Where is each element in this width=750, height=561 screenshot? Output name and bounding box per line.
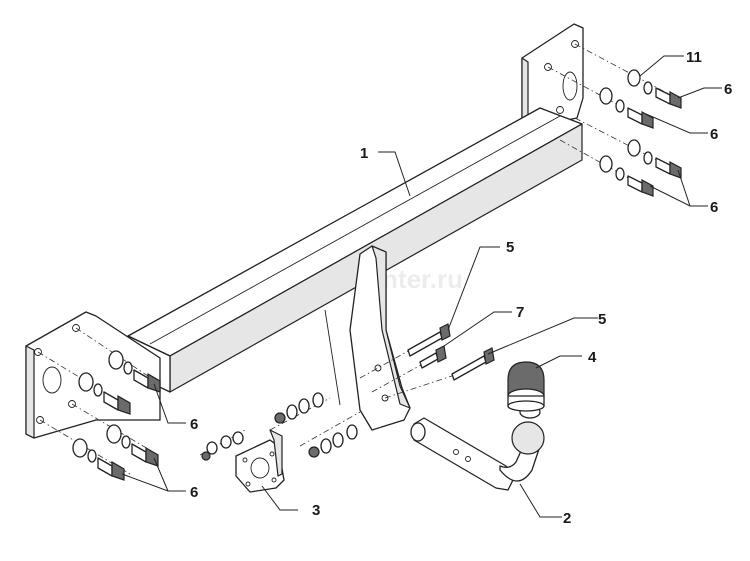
callout-11: 11 — [686, 49, 702, 66]
callout-6-left-upper: 6 — [190, 416, 198, 433]
center-fasteners — [269, 323, 495, 458]
right-fasteners — [547, 43, 682, 197]
callout-5-upper: 5 — [506, 239, 514, 256]
ball-mount — [410, 405, 545, 491]
callout-5-lower: 5 — [598, 311, 606, 328]
callout-4: 4 — [588, 349, 597, 366]
callout-1: 1 — [360, 145, 368, 162]
callout-7: 7 — [516, 304, 524, 321]
ball-cap — [507, 361, 545, 412]
callout-6-left-lower: 6 — [190, 484, 198, 501]
callouts: 1 2 3 4 5 5 7 11 6 6 6 6 6 — [190, 49, 732, 527]
callout-6-right-top: 6 — [724, 81, 732, 98]
callout-6-right-middle: 6 — [710, 126, 718, 143]
callout-6-right-bottom: 6 — [710, 199, 718, 216]
cross-beam — [25, 23, 584, 439]
leader-lines — [121, 55, 722, 518]
socket-plate — [199, 429, 285, 493]
callout-2: 2 — [563, 510, 571, 527]
callout-3: 3 — [312, 502, 320, 519]
left-fasteners — [37, 327, 161, 481]
